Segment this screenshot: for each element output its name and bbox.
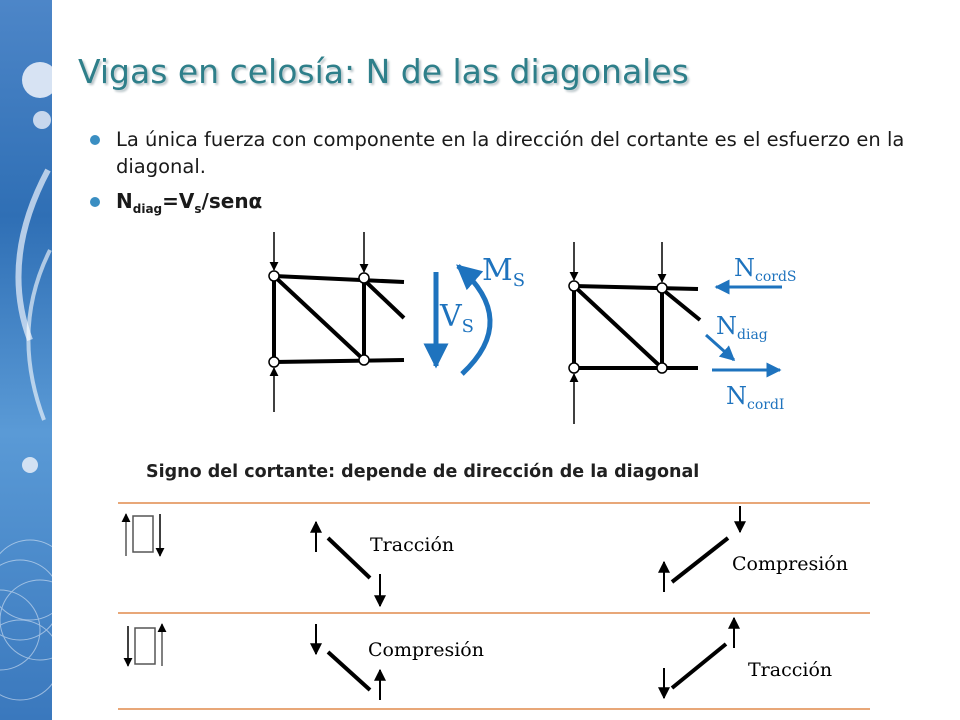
moment-label: MS: [482, 253, 525, 291]
compression-diagonal-row2: [310, 624, 386, 700]
shear-symbol-row2: [123, 623, 167, 667]
formula-n: N: [116, 189, 133, 213]
row2-right-label: Tracción: [748, 659, 832, 681]
slide-title: Vigas en celosía: N de las diagonales: [78, 52, 689, 91]
tension-diagonal-row2: [658, 616, 740, 700]
ncordi-label: NcordI: [726, 382, 784, 413]
formula-n-sub: diag: [132, 202, 163, 216]
formula-tail: /senα: [201, 189, 263, 213]
formula: Ndiag=Vs/senα: [116, 189, 263, 216]
ncords-label: NcordS: [734, 254, 797, 285]
shear-symbol-row1: [121, 513, 165, 557]
left-truss-joints: [268, 270, 370, 368]
right-truss: [572, 284, 702, 370]
shear-label: VS: [439, 299, 474, 337]
formula-eq: =V: [162, 189, 195, 213]
bullet-list: La única fuerza con componente en la dir…: [90, 126, 910, 231]
right-truss-load-arrows: [569, 242, 667, 424]
shear-moment-arrows: [423, 264, 493, 376]
bullet-dot-icon: [90, 135, 100, 145]
bullet-text: La única fuerza con componente en la dir…: [116, 128, 905, 178]
decorative-spheres: [0, 62, 52, 701]
bullet-item-formula: Ndiag=Vs/senα: [90, 188, 910, 223]
right-truss-joints: [568, 280, 668, 374]
compression-diagonal-row1: [658, 506, 746, 592]
bullet-dot-icon: [90, 197, 100, 207]
formula-v-sub: s: [194, 202, 202, 216]
force-arrows: [705, 279, 782, 378]
table-rule-middle: [118, 612, 870, 614]
left-truss-load-arrows: [269, 232, 369, 412]
tension-diagonal-row1: [310, 520, 386, 608]
row2-left-label: Compresión: [368, 639, 484, 661]
row1-left-label: Tracción: [370, 534, 454, 556]
table-rule-bottom: [118, 708, 870, 710]
bullet-item: La única fuerza con componente en la dir…: [90, 126, 910, 180]
decorative-side-strip: [0, 0, 52, 720]
row1-right-label: Compresión: [732, 553, 848, 575]
sign-table-subtitle: Signo del cortante: depende de dirección…: [146, 462, 700, 482]
left-truss: [272, 274, 406, 364]
table-rule-top: [118, 502, 870, 504]
ndiag-label: Ndiag: [716, 312, 768, 343]
